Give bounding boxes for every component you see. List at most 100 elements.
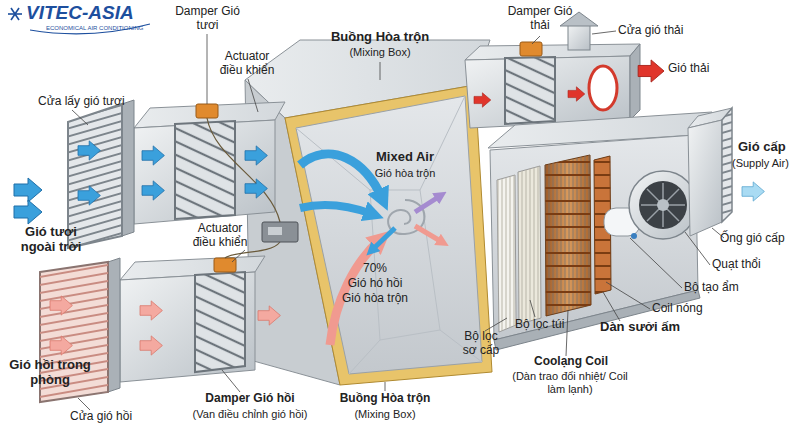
fresh-duct (134, 120, 275, 224)
part-name: Bộ lọc túi (515, 318, 564, 332)
part-name: Bộ lọc sơ cấp (458, 330, 504, 358)
supply-air-arrow (742, 182, 764, 201)
leader-lines (72, 31, 724, 410)
exhaust-chimney (568, 24, 590, 50)
return-air-arrow (258, 306, 280, 325)
return-duct (120, 272, 255, 382)
part-name: Cửa gió thải (618, 24, 683, 38)
leader-line (606, 282, 650, 309)
fresh-air-arrow (245, 146, 267, 165)
mixed-air-flow (415, 226, 442, 242)
exhaust-damper (505, 57, 555, 124)
airflow-note: Gió hòa trộn (330, 292, 420, 306)
damper-actuator (196, 104, 218, 118)
fresh-air-arrow (142, 146, 164, 165)
logo-snowflake (11, 8, 19, 20)
return-air-arrow (140, 301, 162, 320)
coil-fins (545, 155, 591, 316)
fresh-air-flow (300, 205, 372, 214)
part-subtitle: (Van điều chỉnh gió hồi) (170, 408, 330, 421)
airflow-subtitle: (Supply Air) (732, 157, 789, 170)
fresh-air-damper (175, 121, 235, 219)
louver-frame (108, 258, 120, 392)
airflow-name: Gió cấp (738, 140, 786, 155)
part-name: Damper Gió thải (505, 5, 575, 33)
fresh-air-flow (300, 154, 382, 198)
damper-blades (505, 57, 555, 124)
humidifier-nozzle (631, 233, 637, 239)
exhaust-duct-end (630, 44, 640, 120)
damper-actuator (520, 42, 542, 56)
part-name: Coolạng Coil (534, 355, 608, 369)
part-subtitle: (Mixing Box) (330, 408, 440, 421)
part-subtitle: (Mixing Box) (315, 46, 445, 59)
leader-line (207, 34, 208, 104)
mixing-box-interior (296, 96, 482, 374)
fan-blades (641, 183, 685, 227)
part-name: Actuator điều khiển (212, 50, 282, 78)
leader-line (222, 370, 240, 392)
part-name: Ống gió cấp (720, 232, 785, 246)
leader-line (532, 36, 540, 44)
leader-line (385, 382, 386, 391)
control-actuator (262, 222, 298, 242)
part-name: Actuator điều khiển (185, 222, 255, 250)
damper-actuator (214, 258, 236, 272)
damper-blades (175, 121, 235, 219)
airflow-subtitle: Gió hòa trộn (350, 167, 460, 180)
damper-blades (195, 272, 245, 372)
part-name: Coil nóng (652, 302, 703, 316)
coil-tubes (545, 155, 591, 316)
cooling-coil (545, 155, 591, 316)
leader-line (78, 398, 90, 410)
fan-impeller (639, 181, 687, 229)
leader-line (630, 238, 682, 288)
mixing-box-insulation (285, 85, 492, 385)
logo-snowflake (11, 8, 19, 20)
exhaust-opening (589, 66, 617, 110)
fresh-air-arrow (14, 178, 42, 202)
mixed-air-flow (372, 228, 395, 250)
primary-filter (497, 175, 516, 332)
fresh-air-arrow (78, 141, 100, 160)
part-name: Quạt thổi (712, 258, 761, 272)
part-name: Dàn sưởi ấm (600, 320, 680, 335)
exhaust-arrow (474, 93, 491, 107)
fan-hub (657, 199, 669, 211)
leader-line (566, 310, 568, 356)
fresh-air-arrow (78, 186, 100, 205)
bag-filter (518, 166, 541, 324)
interior-edge (296, 96, 465, 190)
return-air-arrow (50, 296, 72, 315)
part-name: Damper Gió hồi (185, 392, 315, 406)
airflow-note: Gió hó hồi (330, 277, 420, 291)
louver-frame (122, 100, 134, 236)
supply-grille (722, 108, 732, 222)
return-air-damper (195, 272, 245, 372)
part-name: Buồng Hòa trộn (315, 30, 445, 45)
airflow-name: Gió hồi trong phòng (4, 358, 96, 388)
leader-line (380, 62, 381, 80)
airflow-name: Gió tươi ngoài trời (6, 225, 96, 255)
control-display (268, 227, 282, 235)
logo-tagline: ECONOMICAL AIR CONDITIONING (46, 25, 143, 32)
grille-slats (722, 108, 732, 222)
exhaust-arrow (568, 87, 585, 101)
fresh-air-arrow (245, 179, 267, 198)
part-name: Cửa lấy gió tươi (38, 95, 125, 109)
leader-line (72, 110, 88, 125)
supply-duct (688, 120, 722, 236)
mixed-air-flow (415, 196, 440, 212)
return-air-arrow (140, 336, 162, 355)
fan-housing (629, 171, 697, 239)
logo-text: VITEC-ASIA (26, 2, 134, 24)
logo-snowflake (8, 8, 22, 20)
fan-blade (647, 189, 679, 221)
fresh-air-arrow (142, 181, 164, 200)
filter-pleats (518, 166, 541, 324)
leader-line (603, 292, 620, 321)
logo-swoosh (30, 24, 150, 34)
part-name: Bộ tạo ẩm (684, 281, 739, 295)
exhaust-duct (465, 56, 630, 128)
part-name: Buồng Hòa trộn (330, 392, 440, 406)
